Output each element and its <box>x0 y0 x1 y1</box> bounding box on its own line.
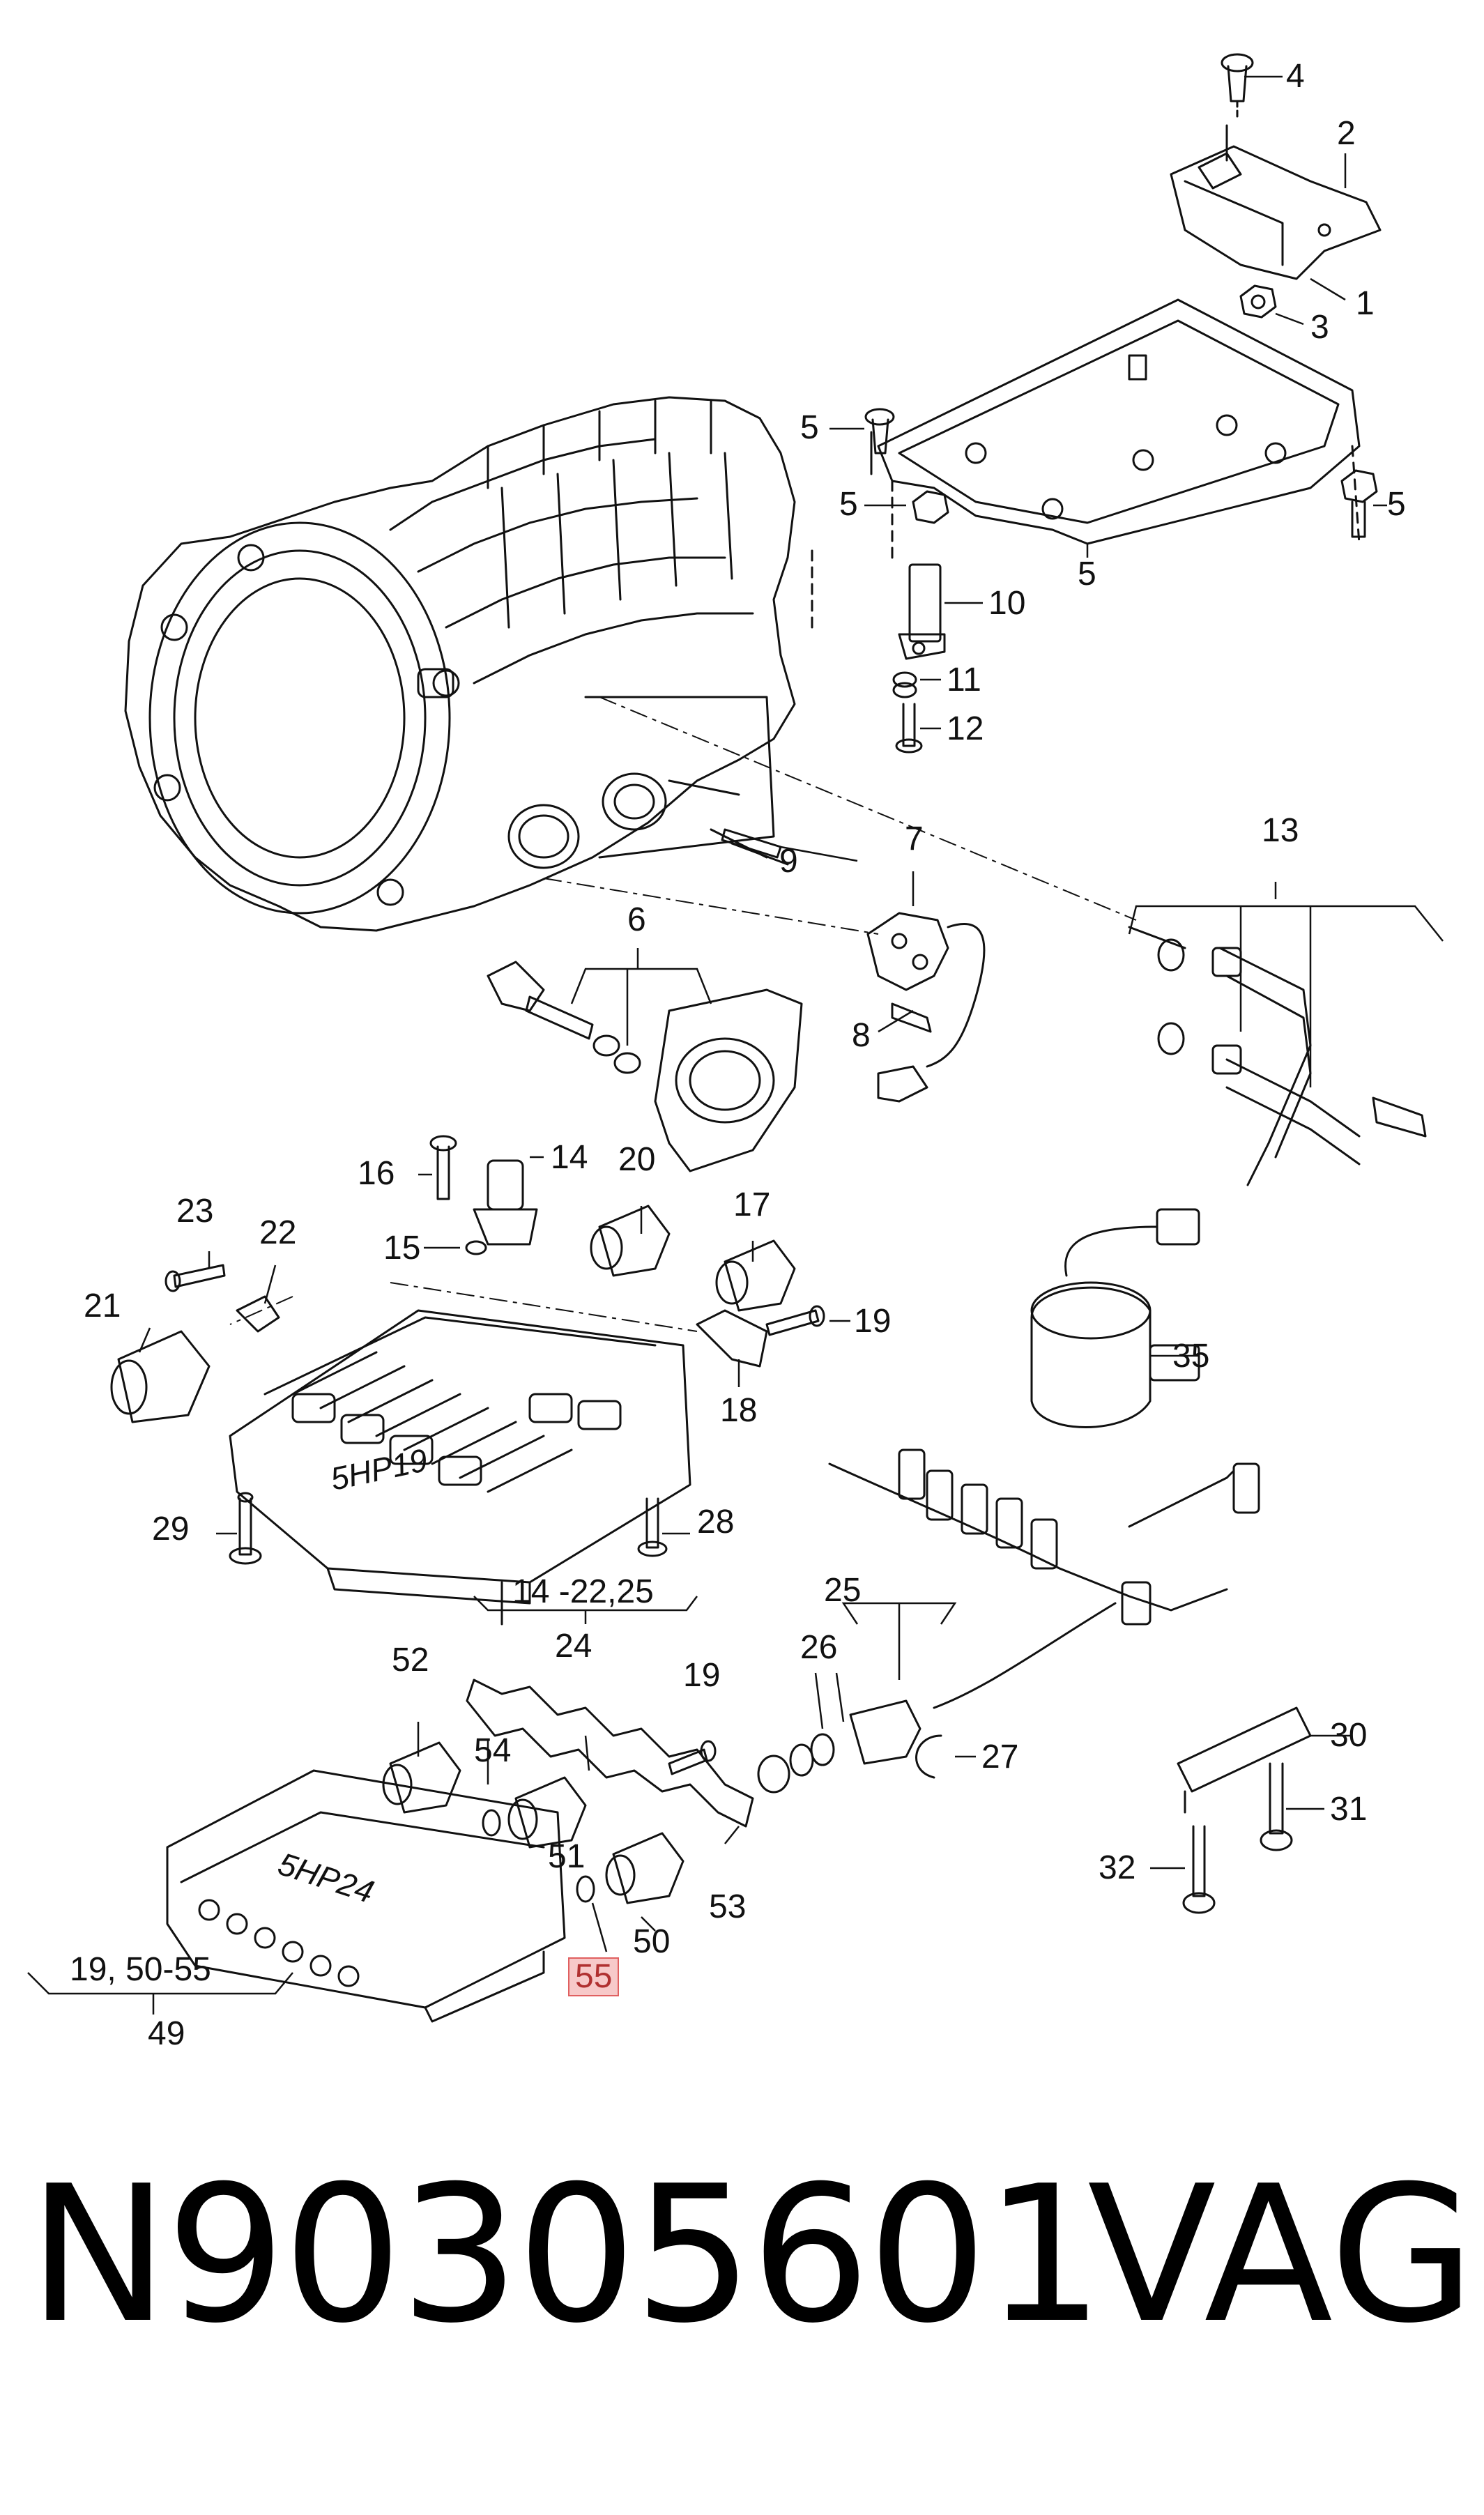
speed-sensor-7 <box>866 912 986 1103</box>
oring-55 <box>576 1875 595 1903</box>
callout-24: 24 <box>555 1628 592 1665</box>
callout-11: 11 <box>947 662 981 698</box>
bolt-4 <box>1221 53 1254 120</box>
callout-17: 17 <box>733 1186 771 1223</box>
bolt-12 <box>895 703 923 754</box>
callout-5c: 5 <box>1387 486 1406 523</box>
oil-pan <box>870 298 1361 559</box>
callout-5a: 5 <box>800 409 819 446</box>
callout-group-14-22-25: 14 -22,25 <box>512 1573 654 1610</box>
callout-55-highlighted[interactable]: 55 <box>568 1957 620 1996</box>
bolt-16 <box>429 1135 457 1200</box>
clip-22 <box>236 1295 280 1333</box>
callout-54: 54 <box>474 1732 512 1769</box>
oring-54 <box>482 1809 501 1837</box>
solenoid-14 <box>473 1159 538 1246</box>
washer-15 <box>465 1240 487 1255</box>
callout-51: 51 <box>548 1838 586 1875</box>
cover-6 <box>654 988 803 1172</box>
solenoid-50 <box>605 1832 684 1904</box>
callout-12: 12 <box>947 710 984 747</box>
clip-27 <box>915 1734 942 1779</box>
transmission-housing <box>124 396 796 932</box>
oil-lines-13 <box>1128 926 1427 1186</box>
callout-28: 28 <box>697 1504 735 1541</box>
bracket <box>1170 124 1382 280</box>
callout-26: 26 <box>800 1629 838 1666</box>
part-number: N90305601 <box>28 2145 1104 2364</box>
callout-5d: 5 <box>1078 556 1096 593</box>
callout-10: 10 <box>988 585 1026 622</box>
callout-14: 14 <box>551 1139 588 1176</box>
nut-3 <box>1239 284 1277 319</box>
solenoid-21 <box>110 1330 211 1423</box>
bolt-8 <box>891 1002 932 1033</box>
callout-7: 7 <box>905 820 924 857</box>
solenoid-17 <box>715 1239 796 1312</box>
callout-20: 20 <box>618 1141 656 1178</box>
callout-19b: 19 <box>683 1657 721 1694</box>
callout-19a: 19 <box>854 1303 892 1340</box>
callout-22: 22 <box>259 1214 297 1251</box>
callout-15: 15 <box>383 1230 421 1267</box>
callout-52: 52 <box>392 1642 429 1679</box>
brand-name: VAG <box>1087 2145 1476 2364</box>
callout-16: 16 <box>358 1155 395 1192</box>
callout-group-19-50-55: 19, 50-55 <box>70 1951 211 1988</box>
callout-50: 50 <box>633 1923 671 1960</box>
bolt-5-right <box>1340 469 1378 538</box>
callout-53: 53 <box>709 1888 747 1925</box>
callout-32: 32 <box>1099 1849 1136 1886</box>
wiring-harness-25 <box>828 1448 1260 1709</box>
callout-30: 30 <box>1330 1717 1368 1754</box>
valve-body-5hp19 <box>229 1309 691 1626</box>
washer-11 <box>892 671 917 698</box>
callout-27: 27 <box>981 1738 1019 1775</box>
callout-6: 6 <box>627 901 646 938</box>
pin-9 <box>721 828 782 859</box>
connector-25 <box>757 1699 921 1794</box>
callout-8: 8 <box>852 1017 871 1054</box>
callout-35: 35 <box>1172 1338 1210 1375</box>
callout-1: 1 <box>1356 285 1375 322</box>
sensor-connector-6 <box>487 961 641 1074</box>
bolt-23 <box>165 1264 226 1292</box>
callout-9: 9 <box>779 843 798 880</box>
bolt-28 <box>637 1497 668 1557</box>
callout-4: 4 <box>1286 58 1305 95</box>
solenoid-20 <box>590 1205 671 1277</box>
callout-13: 13 <box>1262 812 1299 849</box>
valve-body-5hp24 <box>166 1769 566 2023</box>
callout-18: 18 <box>720 1392 758 1429</box>
callout-23: 23 <box>176 1193 214 1230</box>
callout-5b: 5 <box>839 486 858 523</box>
bolt-29 <box>229 1492 262 1565</box>
bolt-32 <box>1182 1825 1216 1914</box>
solenoid-51 <box>507 1776 587 1849</box>
callout-49: 49 <box>148 2015 185 2052</box>
bracket-30 <box>1177 1706 1312 1814</box>
callout-2: 2 <box>1337 115 1356 152</box>
callout-29: 29 <box>152 1511 190 1547</box>
solenoid-52 <box>382 1741 461 1814</box>
bolt-19 <box>765 1305 825 1336</box>
callout-25: 25 <box>824 1572 862 1609</box>
nut-5 <box>912 490 949 524</box>
clip-18 <box>696 1309 768 1368</box>
bolt-19-lower <box>668 1740 717 1775</box>
sensor-10 <box>811 549 946 660</box>
bolt-31 <box>1260 1762 1293 1851</box>
motor-35 <box>1030 1208 1200 1428</box>
callout-3: 3 <box>1310 309 1329 346</box>
bolt-5-left <box>864 408 895 454</box>
gasket-53 <box>466 1679 754 1828</box>
callout-31: 31 <box>1330 1791 1368 1828</box>
callout-21: 21 <box>84 1287 121 1324</box>
